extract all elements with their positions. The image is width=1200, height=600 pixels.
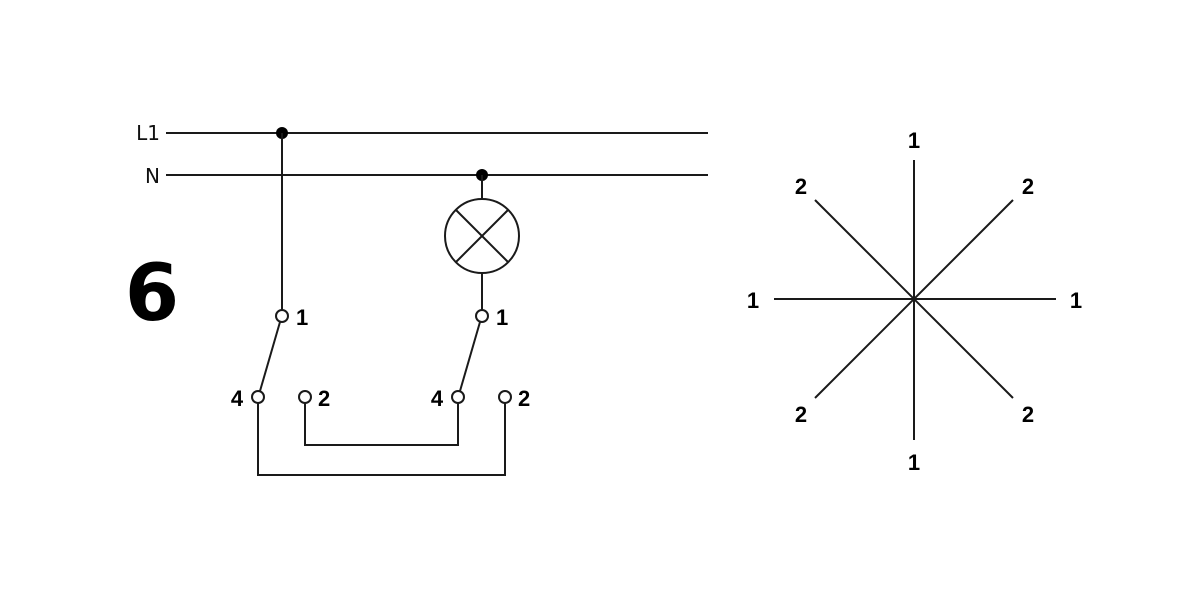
star-label-bottom: 1 (908, 450, 920, 475)
star-diagonal-line-b (814, 199, 1014, 399)
switch-b-blade (459, 321, 481, 392)
switch-b-label-1: 1 (496, 305, 508, 330)
switch-b-terminal-2 (498, 390, 512, 404)
line-label: L1 (136, 121, 160, 145)
position-star (774, 160, 1056, 440)
switch-b-label-4: 4 (431, 386, 444, 411)
switch-a-terminal-4 (251, 390, 265, 404)
switch-a-label-4: 4 (231, 386, 244, 411)
neutral-label: N (145, 164, 160, 188)
switch-a-label-1: 1 (296, 305, 308, 330)
star-label-top-left: 2 (795, 174, 807, 199)
switch-a-terminal-1 (275, 309, 289, 323)
star-label-top-right: 2 (1022, 174, 1034, 199)
traveler-wire-outer (257, 403, 506, 476)
switch-a-label-2: 2 (318, 386, 330, 411)
traveler-wire-inner (304, 403, 459, 446)
switch-b-label-2: 2 (518, 386, 530, 411)
switch-a-blade (259, 321, 281, 392)
star-label-bottom-right: 2 (1022, 402, 1034, 427)
switch-a-terminal-2 (298, 390, 312, 404)
star-label-bottom-left: 2 (795, 402, 807, 427)
diagram-number: 6 (125, 249, 179, 339)
star-label-left: 1 (747, 288, 759, 313)
star-label-right: 1 (1070, 288, 1082, 313)
star-label-top: 1 (908, 128, 920, 153)
switch-b-terminal-1 (475, 309, 489, 323)
switch-b-terminal-4 (451, 390, 465, 404)
lamp-symbol (444, 198, 520, 274)
